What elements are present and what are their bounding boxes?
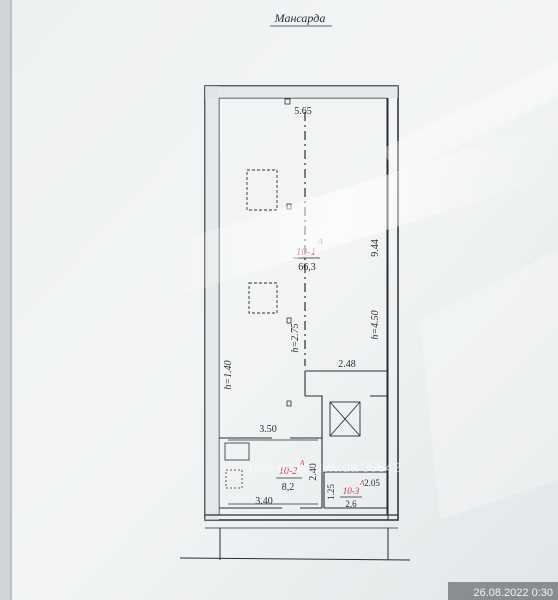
dim-height-center: h=2.75 xyxy=(290,323,301,352)
room-3-superscript: A xyxy=(359,479,365,487)
light-glare-2 xyxy=(380,61,558,175)
roof-windows xyxy=(246,169,278,314)
room-2-area: 8,2 xyxy=(282,482,295,493)
sheet-title: Мансарда xyxy=(274,11,326,25)
photo-timestamp: 26.08.2022 0:30 xyxy=(473,587,553,599)
left-wall-fill xyxy=(205,86,219,520)
dim-stair-width: 2.48 xyxy=(338,359,356,370)
paper-sheet xyxy=(10,0,558,600)
light-glare xyxy=(150,120,558,305)
watermark: real-estate.lviv.ua 30642 xyxy=(249,459,401,475)
room-label-2: 10-2 A 8,2 xyxy=(276,459,305,493)
bottom-wall xyxy=(179,514,411,561)
dim-small-depth: 1.25 xyxy=(326,484,336,500)
room-2-superscript: A xyxy=(299,459,305,467)
dim-right-length: 9.44 xyxy=(370,239,381,257)
dim-bath-width-bottom: 3.40 xyxy=(255,496,273,507)
plastic-sleeve-sheen xyxy=(420,250,558,520)
dim-top-width: 5.65 xyxy=(294,106,312,117)
room-label-3: 10-3 A 2,6 xyxy=(340,479,365,509)
dim-bath-depth: 2.40 xyxy=(308,463,319,481)
room-2-number: 10-2 xyxy=(279,466,297,477)
dim-height-left: h=1.40 xyxy=(223,360,234,389)
dim-bath-width-top: 3.50 xyxy=(259,424,277,435)
dim-small-width: 2.05 xyxy=(364,478,380,488)
room-3-area: 2,6 xyxy=(345,499,357,509)
interior-walls xyxy=(219,370,388,509)
room-1-area: 66,3 xyxy=(298,262,316,273)
room-3-number: 10-3 xyxy=(343,486,360,496)
top-wall-fill xyxy=(205,86,398,98)
timestamp-bg xyxy=(448,582,558,600)
dim-height-right: h=4.50 xyxy=(370,310,381,339)
bath-fixtures xyxy=(224,442,250,489)
dimension-lines xyxy=(228,439,318,505)
stair-opening xyxy=(329,401,361,437)
